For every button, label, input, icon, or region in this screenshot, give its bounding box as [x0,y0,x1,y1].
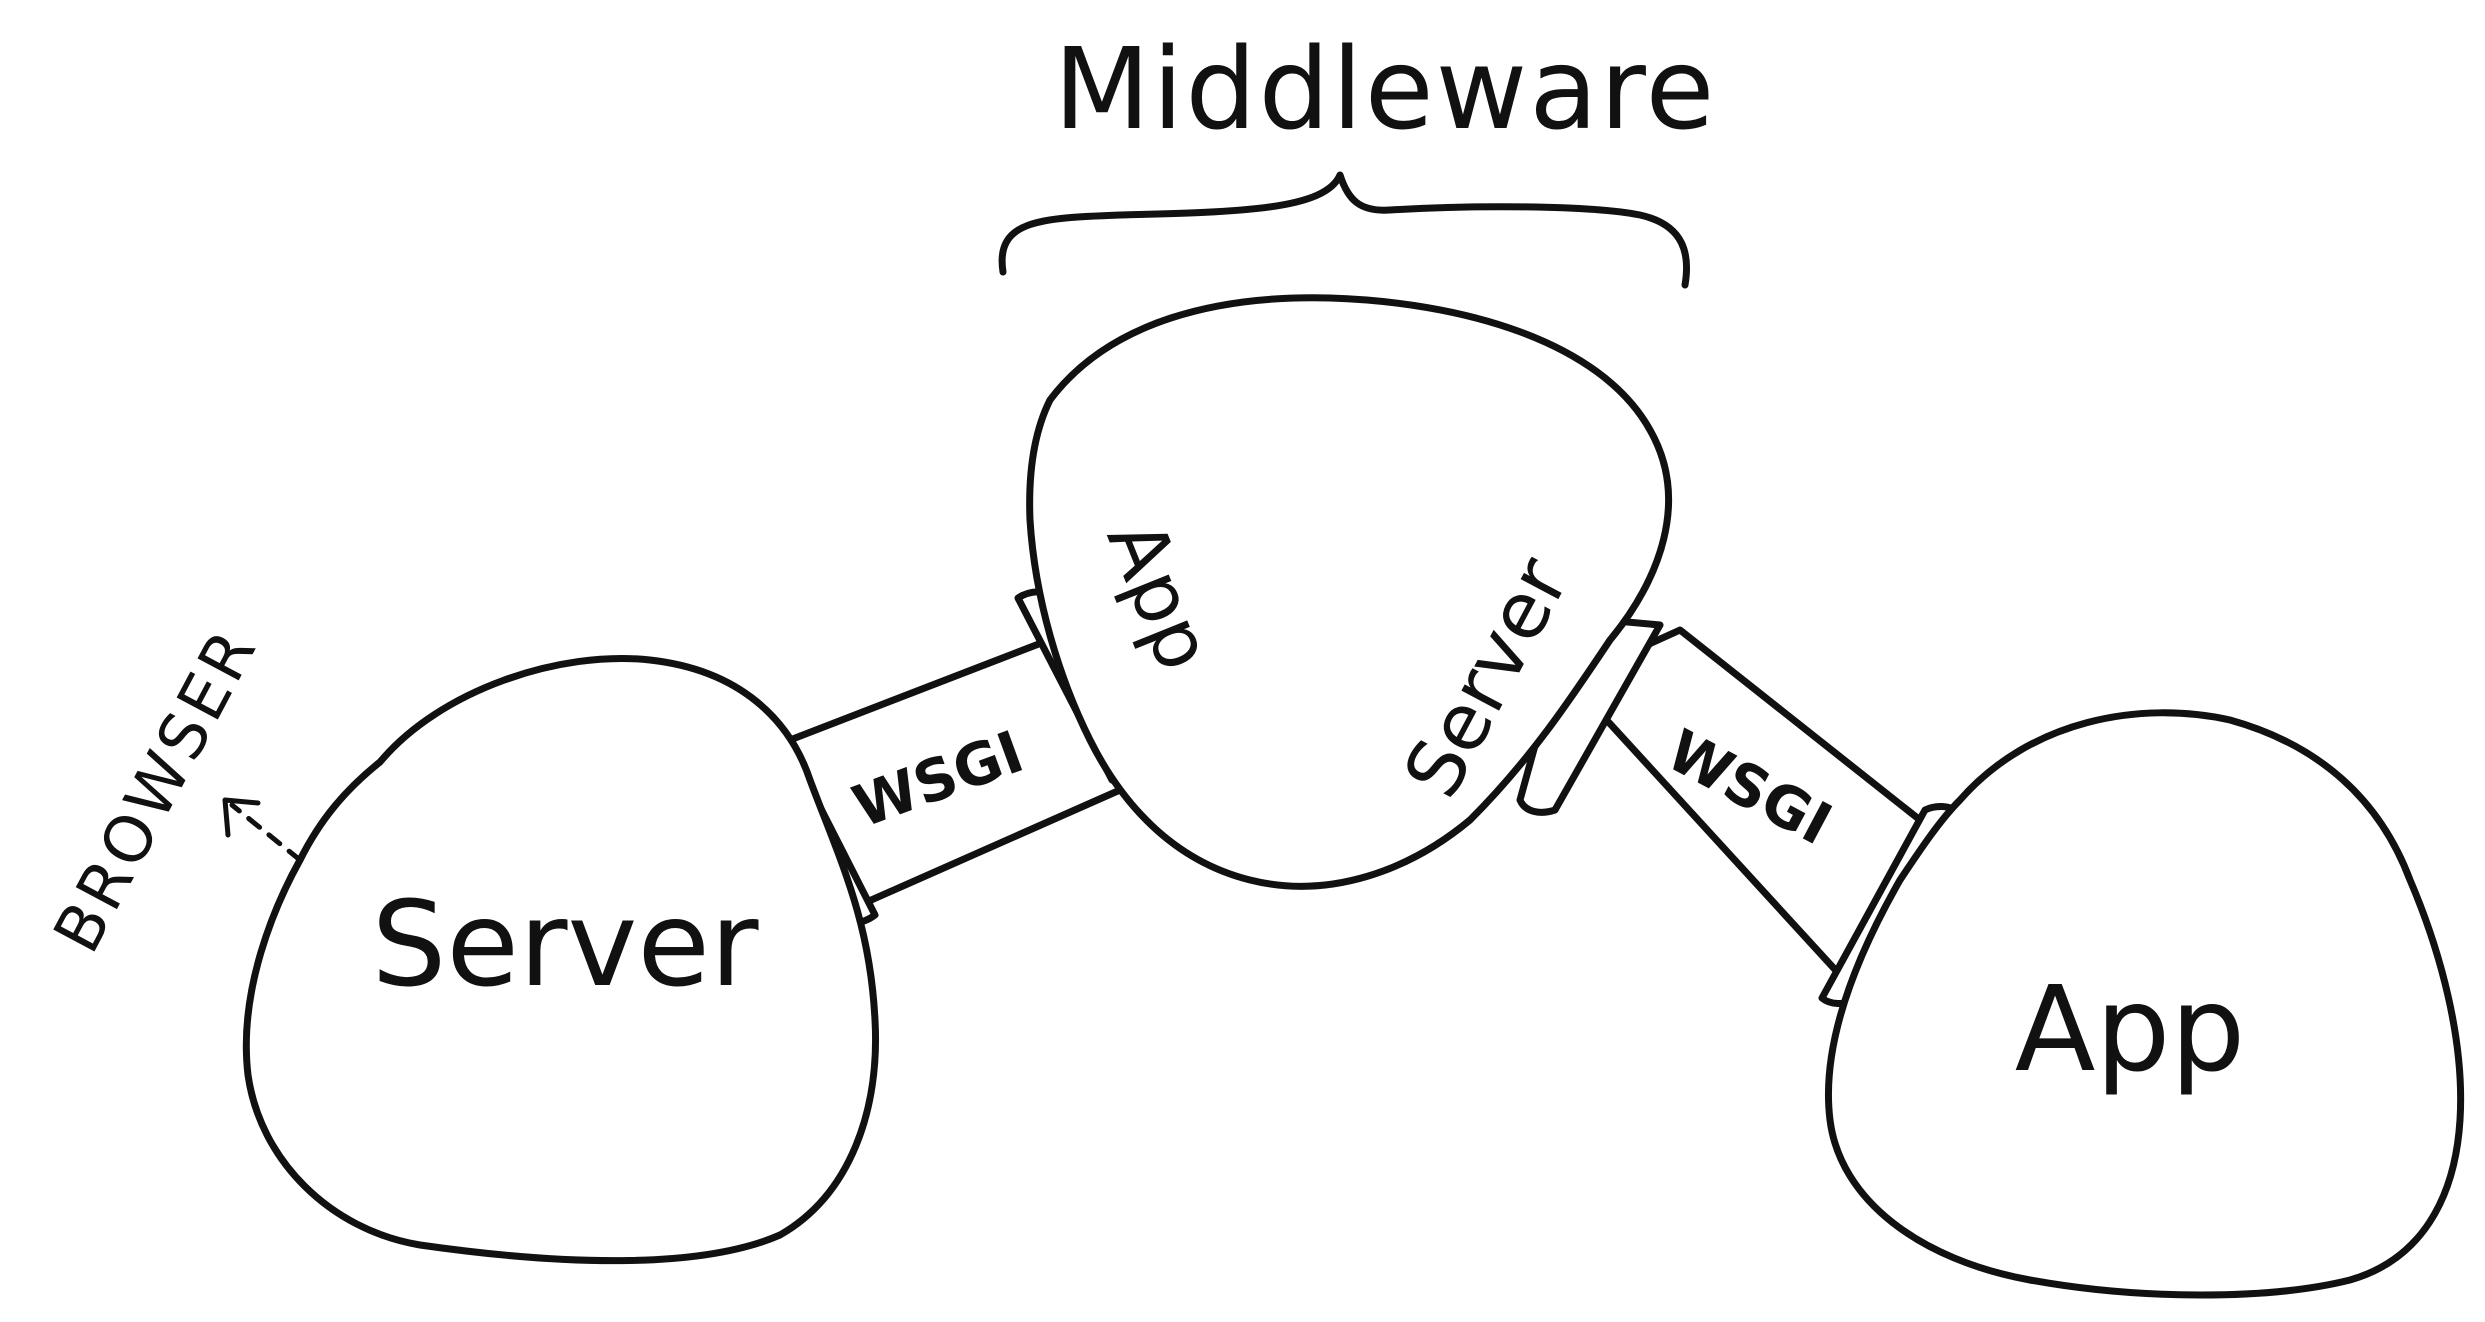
server-node: Server [242,654,880,1265]
browser-label: BROWSER [40,616,272,965]
app-blob [1824,709,2465,1299]
middleware-brace [998,171,1691,289]
browser-arrowhead [222,797,261,838]
diagram-title: Middleware [1054,25,1717,155]
server-label: Server [372,875,759,1013]
server-blob [242,654,880,1265]
middleware-node: App Server [1026,294,1673,890]
middleware-blob [1026,294,1673,890]
app-label: App [2015,960,2246,1098]
app-node: App [1824,709,2465,1299]
browser-arrow [229,802,303,863]
